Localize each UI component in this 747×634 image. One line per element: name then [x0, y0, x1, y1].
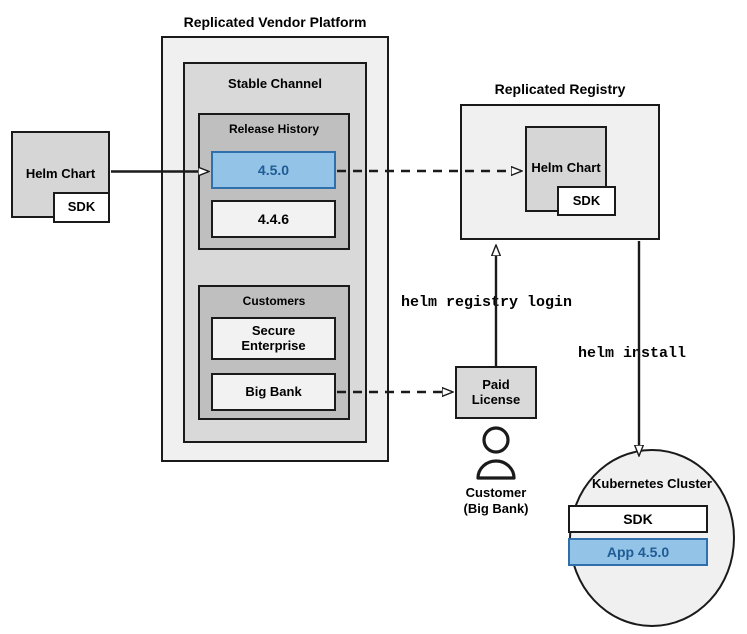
release-history-label: Release History: [228, 122, 320, 136]
vendor-platform-title: Replicated Vendor Platform: [183, 14, 367, 30]
release-item-4-4-6[interactable]: 4.4.6: [211, 200, 336, 238]
customer-actor-line2: (Big Bank): [463, 501, 529, 517]
paid-license-line2: License: [471, 391, 521, 407]
customer-actor-line1: Customer: [465, 485, 527, 500]
customer-actor-caption: Customer (Big Bank): [436, 485, 556, 518]
cluster-app-box: App 4.5.0: [568, 538, 708, 566]
source-sdk-box: SDK: [53, 192, 110, 223]
paid-license-line1: Paid: [482, 376, 510, 392]
helm-registry-login-label: helm registry login: [401, 294, 573, 311]
release-version-label: 4.5.0: [257, 161, 290, 178]
kubernetes-cluster-label: Kubernetes Cluster: [592, 476, 712, 491]
cluster-app-label: App 4.5.0: [606, 543, 670, 560]
stable-channel-label: Stable Channel: [228, 76, 322, 91]
cluster-sdk-box: SDK: [568, 505, 708, 533]
source-sdk-label: SDK: [67, 199, 96, 215]
customers-label: Customers: [242, 294, 306, 308]
registry-sdk-box: SDK: [557, 186, 616, 216]
registry-title: Replicated Registry: [494, 81, 626, 97]
paid-license-box: Paid License: [455, 366, 537, 419]
customer-item-secure-enterprise[interactable]: Secure Enterprise: [211, 317, 336, 360]
source-helm-chart-label: Helm Chart: [25, 166, 96, 181]
cluster-sdk-label: SDK: [623, 510, 653, 527]
registry-helm-chart-label: Helm Chart: [531, 160, 601, 175]
customer-name-label: Secure Enterprise: [241, 322, 306, 353]
customer-item-big-bank[interactable]: Big Bank: [211, 373, 336, 411]
customer-name-label: Big Bank: [245, 383, 302, 399]
registry-sdk-label: SDK: [572, 192, 601, 208]
helm-install-label: helm install: [578, 345, 687, 362]
release-version-label: 4.4.6: [257, 210, 290, 227]
release-item-4-5-0[interactable]: 4.5.0: [211, 151, 336, 189]
